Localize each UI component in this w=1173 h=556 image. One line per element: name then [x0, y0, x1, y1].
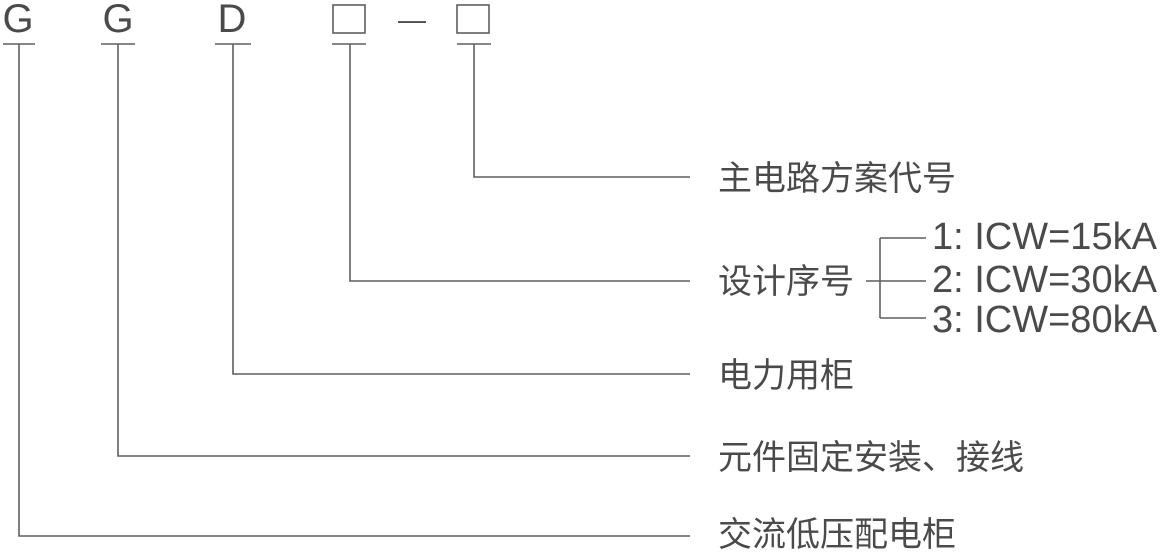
- placeholder-box-design-serial: [332, 4, 366, 34]
- label-fixed-mounting: 元件固定安装、接线: [718, 438, 1024, 478]
- code-letter-d: D: [218, 0, 247, 41]
- design-option-1: 1: ICW=15kA: [932, 216, 1158, 258]
- leader-ac-low-voltage: [18, 44, 690, 537]
- label-ac-low-voltage: 交流低压配电柜: [718, 515, 956, 555]
- label-design-serial: 设计序号: [718, 262, 854, 302]
- field-labels: 主电路方案代号 设计序号 电力用柜 元件固定安装、接线 交流低压配电柜: [718, 159, 1024, 555]
- placeholder-box-main-circuit: [456, 4, 490, 34]
- design-options-bracket: [866, 237, 926, 319]
- leader-fixed-mounting: [117, 44, 690, 457]
- leader-lines: [18, 44, 690, 537]
- code-letter-g-second: G: [102, 0, 133, 41]
- leader-design-serial: [349, 44, 690, 282]
- design-option-3: 3: ICW=80kA: [932, 299, 1158, 341]
- design-options: 1: ICW=15kA 2: ICW=30kA 3: ICW=80kA: [932, 216, 1158, 341]
- leader-main-circuit: [473, 44, 690, 178]
- leader-power-cabinet: [232, 44, 690, 375]
- design-option-2: 2: ICW=30kA: [932, 259, 1158, 301]
- code-separator: —: [398, 4, 426, 35]
- code-letter-g-first: G: [2, 0, 33, 41]
- label-main-circuit-scheme: 主电路方案代号: [718, 159, 956, 199]
- label-power-cabinet: 电力用柜: [718, 356, 854, 396]
- model-code: G G D —: [2, 0, 490, 41]
